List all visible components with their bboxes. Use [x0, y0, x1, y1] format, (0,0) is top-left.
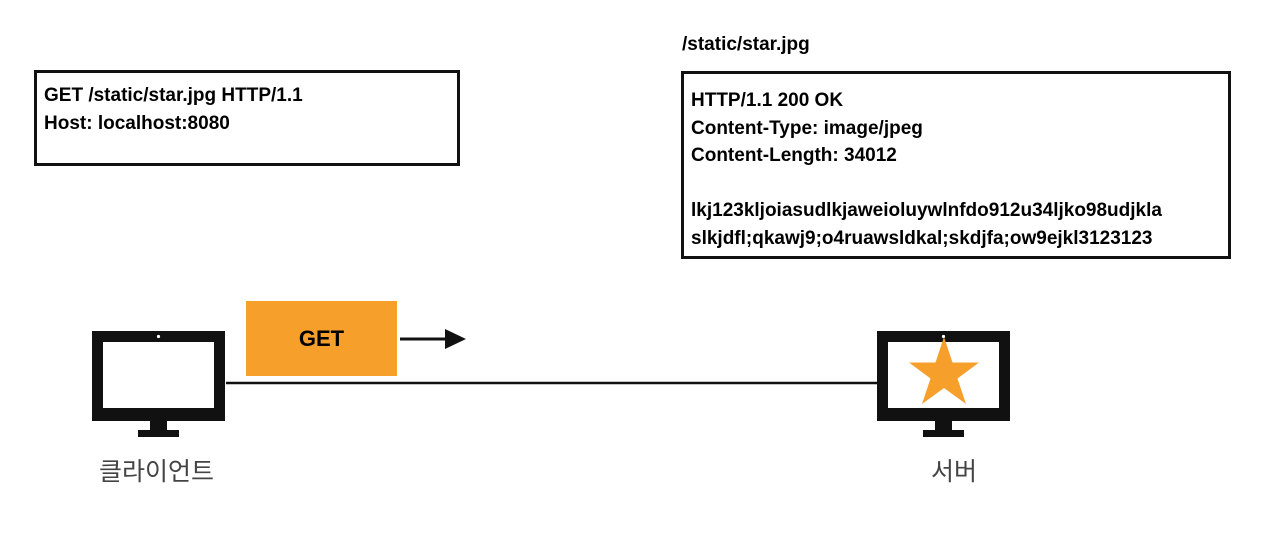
http-request-message: GET /static/star.jpg HTTP/1.1 Host: loca…	[34, 70, 460, 166]
star-icon	[909, 337, 979, 404]
client-monitor-icon	[92, 331, 225, 437]
response-text: HTTP/1.1 200 OK Content-Type: image/jpeg…	[691, 90, 1162, 249]
client-label: 클라이언트	[99, 458, 215, 486]
resource-path-label: /static/star.jpg	[682, 34, 810, 55]
request-arrow	[400, 329, 466, 349]
http-response-message: HTTP/1.1 200 OK Content-Type: image/jpeg…	[681, 71, 1231, 259]
server-label: 서버	[931, 458, 978, 486]
get-method-badge: GET	[246, 301, 397, 376]
request-text: GET /static/star.jpg HTTP/1.1 Host: loca…	[44, 85, 303, 134]
